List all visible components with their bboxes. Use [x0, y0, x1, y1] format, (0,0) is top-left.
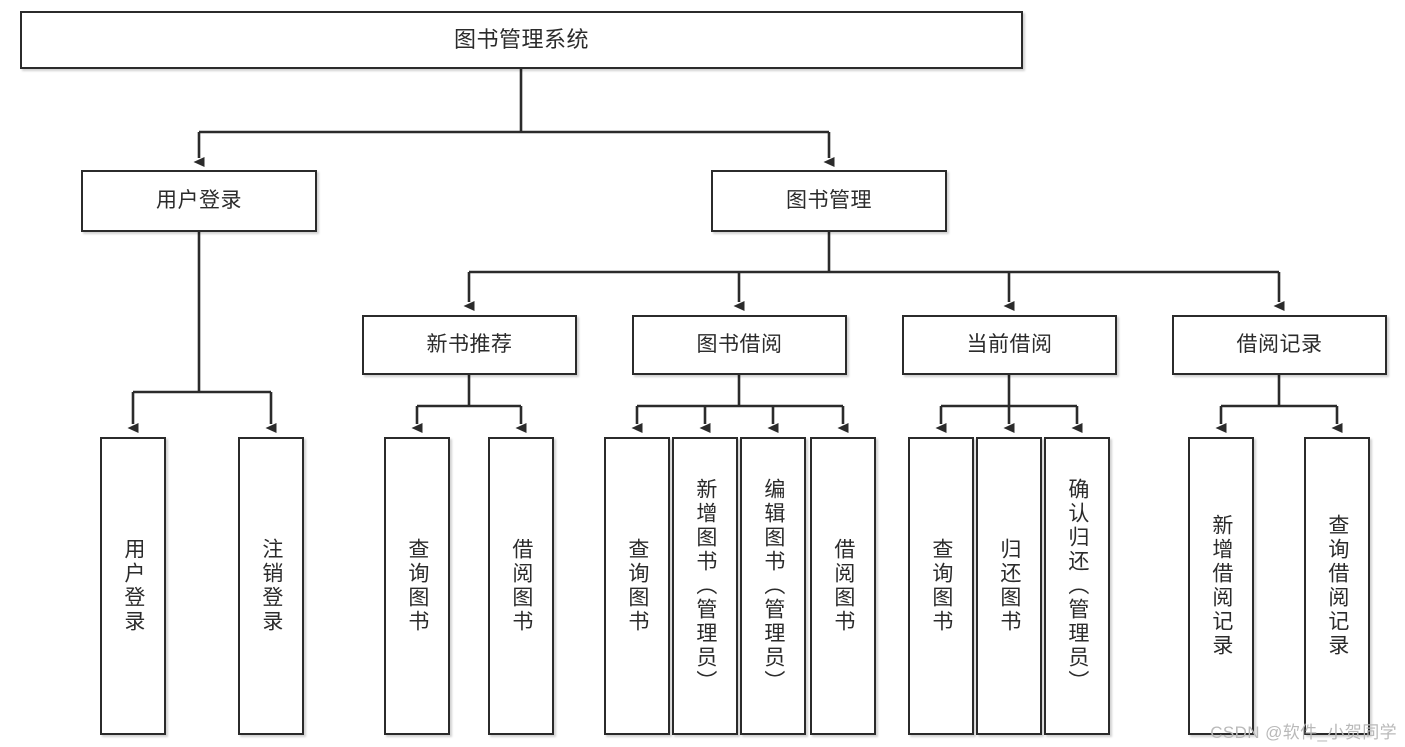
leaf-return-book[interactable]: 归还图书 [976, 437, 1042, 735]
leaf-query-book-3[interactable]: 查询图书 [908, 437, 974, 735]
leaf-user-login[interactable]: 用户登录 [100, 437, 166, 735]
node-label: 图书借阅 [696, 333, 783, 357]
node-label: 新书推荐 [426, 333, 513, 357]
leaf-query-book-1[interactable]: 查询图书 [384, 437, 450, 735]
node-label: 用户登录 [156, 189, 242, 213]
node-label: 查询图书 [929, 538, 953, 634]
csdn-watermark: CSDN @软件_小贺同学 [1210, 723, 1397, 742]
leaf-logout[interactable]: 注销登录 [238, 437, 304, 735]
node-label: 查询图书 [405, 538, 429, 634]
leaf-borrow-book-1[interactable]: 借阅图书 [488, 437, 554, 735]
node-label: 图书管理系统 [453, 27, 589, 53]
leaf-add-book[interactable]: 新增图书（管理员） [672, 437, 738, 735]
node-label: 用户登录 [121, 538, 145, 634]
node-root-system[interactable]: 图书管理系统 [20, 11, 1023, 69]
node-label: 借阅记录 [1236, 333, 1323, 357]
node-label: 查询借阅记录 [1325, 514, 1349, 658]
leaf-edit-book[interactable]: 编辑图书（管理员） [740, 437, 806, 735]
node-user-login[interactable]: 用户登录 [81, 170, 317, 232]
leaf-borrow-book-2[interactable]: 借阅图书 [810, 437, 876, 735]
node-label: 查询图书 [625, 538, 649, 634]
node-book-borrow[interactable]: 图书借阅 [632, 315, 847, 375]
node-label: 借阅图书 [831, 538, 855, 634]
leaf-confirm-return[interactable]: 确认归还（管理员） [1044, 437, 1110, 735]
node-label: 编辑图书（管理员） [761, 478, 785, 694]
leaf-query-book-2[interactable]: 查询图书 [604, 437, 670, 735]
node-label: 归还图书 [997, 538, 1021, 634]
node-label: 借阅图书 [509, 538, 533, 634]
node-new-book-rec[interactable]: 新书推荐 [362, 315, 577, 375]
leaf-add-record[interactable]: 新增借阅记录 [1188, 437, 1254, 735]
node-borrow-record[interactable]: 借阅记录 [1172, 315, 1387, 375]
node-label: 新增图书（管理员） [693, 478, 717, 694]
node-label: 注销登录 [259, 538, 283, 634]
node-label: 新增借阅记录 [1209, 514, 1233, 658]
node-book-manage[interactable]: 图书管理 [711, 170, 947, 232]
node-label: 图书管理 [786, 189, 872, 213]
node-label: 当前借阅 [966, 333, 1053, 357]
node-current-borrow[interactable]: 当前借阅 [902, 315, 1117, 375]
node-label: 确认归还（管理员） [1065, 478, 1089, 694]
leaf-query-record[interactable]: 查询借阅记录 [1304, 437, 1370, 735]
